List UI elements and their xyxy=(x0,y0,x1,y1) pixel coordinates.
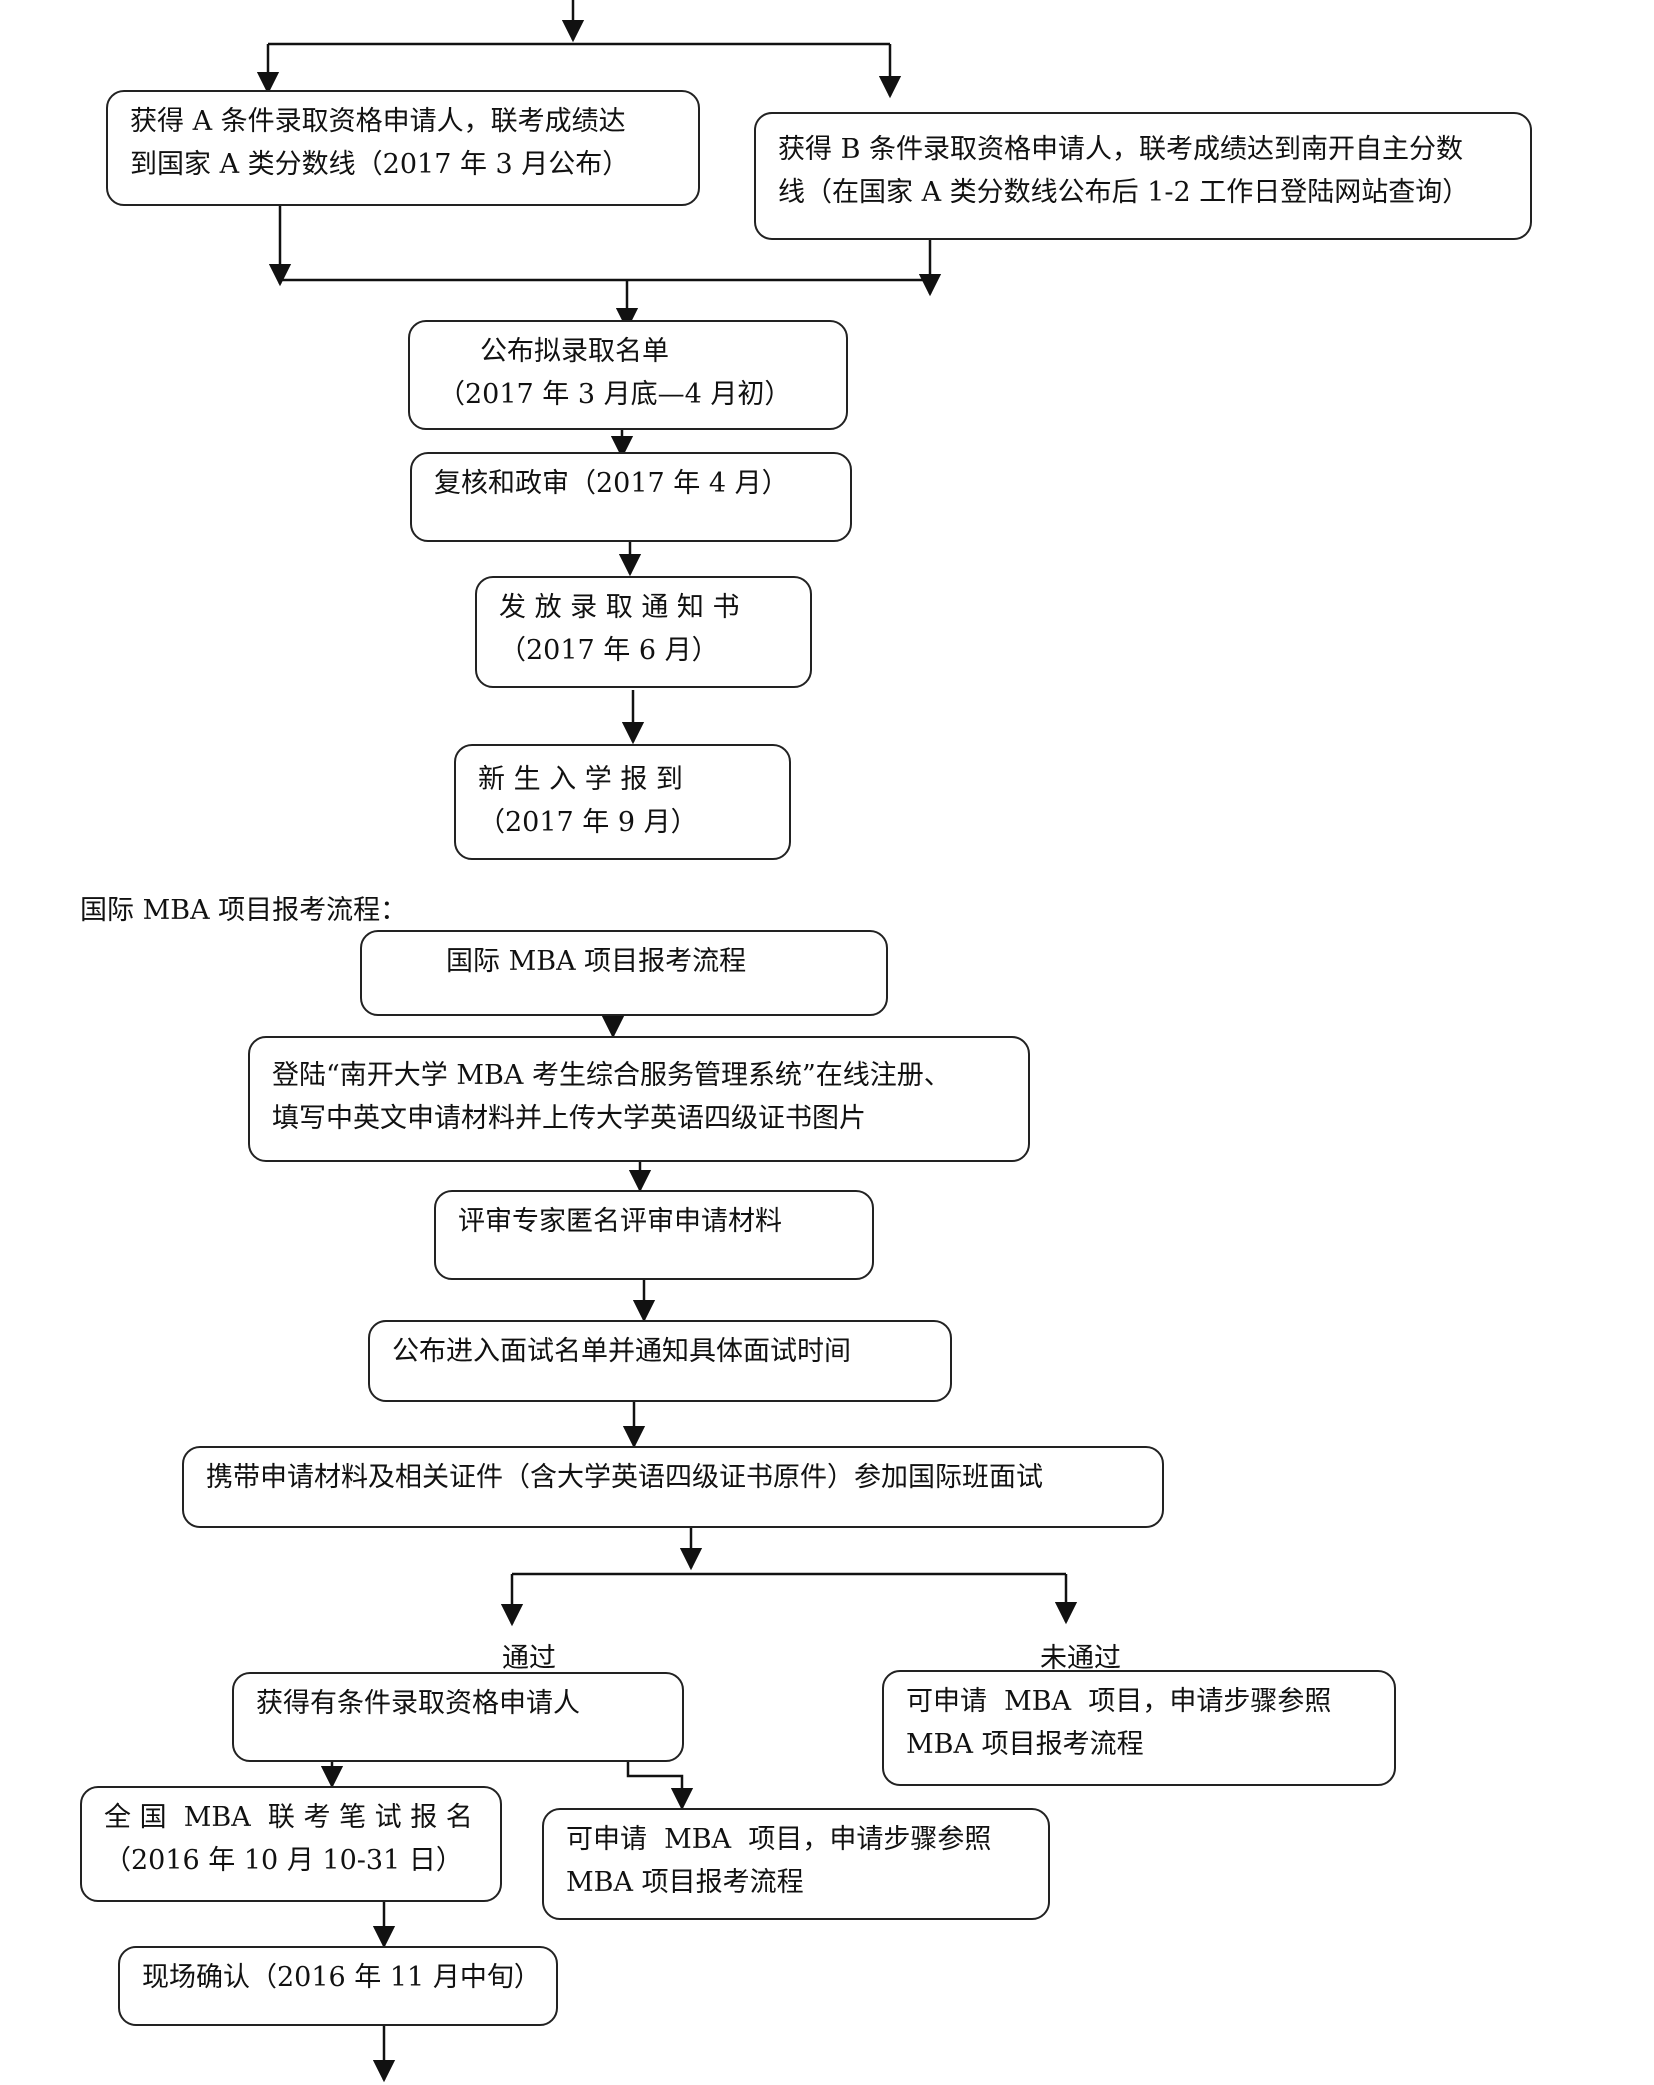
exam-signup-line-1: 全 国 MBA 联 考 笔 试 报 名 xyxy=(104,1802,473,1833)
box-publish-list: 公布拟录取名单 （2017 年 3 月底—4 月初） xyxy=(408,320,848,430)
box-flow-title: 国际 MBA 项目报考流程 xyxy=(360,930,888,1016)
box-fail-apply-mba: 可申请 MBA 项目，申请步骤参照 MBA 项目报考流程 xyxy=(882,1670,1396,1786)
flow-title-line: 国际 MBA 项目报考流程 xyxy=(446,946,747,977)
enroll-line-2: （2017 年 9 月） xyxy=(478,807,698,838)
notice-line-1: 发 放 录 取 通 知 书 xyxy=(499,592,740,623)
conditional-line: 获得有条件录取资格申请人 xyxy=(256,1688,580,1719)
publish-line-1: 公布拟录取名单 xyxy=(480,336,669,367)
register-line-1: 登陆“南开大学 MBA 考生综合服务管理系统”在线注册、 xyxy=(272,1060,951,1091)
register-line-2: 填写中英文申请材料并上传大学英语四级证书图片 xyxy=(272,1103,866,1134)
confirm-line: 现场确认（2016 年 11 月中旬） xyxy=(142,1962,541,1993)
expert-line: 评审专家匿名评审申请材料 xyxy=(458,1206,782,1237)
box-a-line-1: 获得 A 条件录取资格申请人，联考成绩达 xyxy=(130,106,626,137)
section-title: 国际 MBA 项目报考流程： xyxy=(80,895,408,926)
exam-signup-line-2: （2016 年 10 月 10-31 日） xyxy=(104,1845,463,1876)
box-exam-signup: 全 国 MBA 联 考 笔 试 报 名 （2016 年 10 月 10-31 日… xyxy=(80,1786,502,1902)
box-interview-list: 公布进入面试名单并通知具体面试时间 xyxy=(368,1320,952,1402)
arrow-to-alt-apply xyxy=(626,1762,694,1811)
fail-box-line-2: MBA 项目报考流程 xyxy=(906,1729,1144,1760)
review-line-1: 复核和政审（2017 年 4 月） xyxy=(434,468,789,499)
publish-line-2: （2017 年 3 月底—4 月初） xyxy=(438,379,792,410)
enroll-line-1: 新 生 入 学 报 到 xyxy=(478,764,683,795)
box-conditional-admission: 获得有条件录取资格申请人 xyxy=(232,1672,684,1762)
box-expert-review: 评审专家匿名评审申请材料 xyxy=(434,1190,874,1280)
box-b-line-1: 获得 B 条件录取资格申请人，联考成绩达到南开自主分数 xyxy=(778,134,1464,165)
alt-apply-line-2: MBA 项目报考流程 xyxy=(566,1867,804,1898)
box-alt-apply-mba: 可申请 MBA 项目，申请步骤参照 MBA 项目报考流程 xyxy=(542,1808,1050,1920)
box-admission-notice: 发 放 录 取 通 知 书 （2017 年 6 月） xyxy=(475,576,812,688)
box-enrollment: 新 生 入 学 报 到 （2017 年 9 月） xyxy=(454,744,791,860)
notice-line-2: （2017 年 6 月） xyxy=(499,635,719,666)
interview-list-line: 公布进入面试名单并通知具体面试时间 xyxy=(392,1336,851,1367)
box-condition-a: 获得 A 条件录取资格申请人，联考成绩达 到国家 A 类分数线（2017 年 3… xyxy=(106,90,700,206)
box-condition-b: 获得 B 条件录取资格申请人，联考成绩达到南开自主分数 线（在国家 A 类分数线… xyxy=(754,112,1532,240)
box-online-register: 登陆“南开大学 MBA 考生综合服务管理系统”在线注册、 填写中英文申请材料并上… xyxy=(248,1036,1030,1162)
box-interview: 携带申请材料及相关证件（含大学英语四级证书原件）参加国际班面试 xyxy=(182,1446,1164,1528)
alt-apply-line-1: 可申请 MBA 项目，申请步骤参照 xyxy=(566,1824,992,1855)
pass-label: 通过 xyxy=(502,1643,556,1674)
box-onsite-confirm: 现场确认（2016 年 11 月中旬） xyxy=(118,1946,558,2026)
box-review: 复核和政审（2017 年 4 月） xyxy=(410,452,852,542)
box-b-line-2: 线（在国家 A 类分数线公布后 1-2 工作日登陆网站查询） xyxy=(778,177,1470,208)
interview-line: 携带申请材料及相关证件（含大学英语四级证书原件）参加国际班面试 xyxy=(206,1462,1043,1493)
fail-label: 未通过 xyxy=(1040,1643,1121,1674)
fail-box-line-1: 可申请 MBA 项目，申请步骤参照 xyxy=(906,1686,1332,1717)
box-a-line-2: 到国家 A 类分数线（2017 年 3 月公布） xyxy=(130,149,630,180)
